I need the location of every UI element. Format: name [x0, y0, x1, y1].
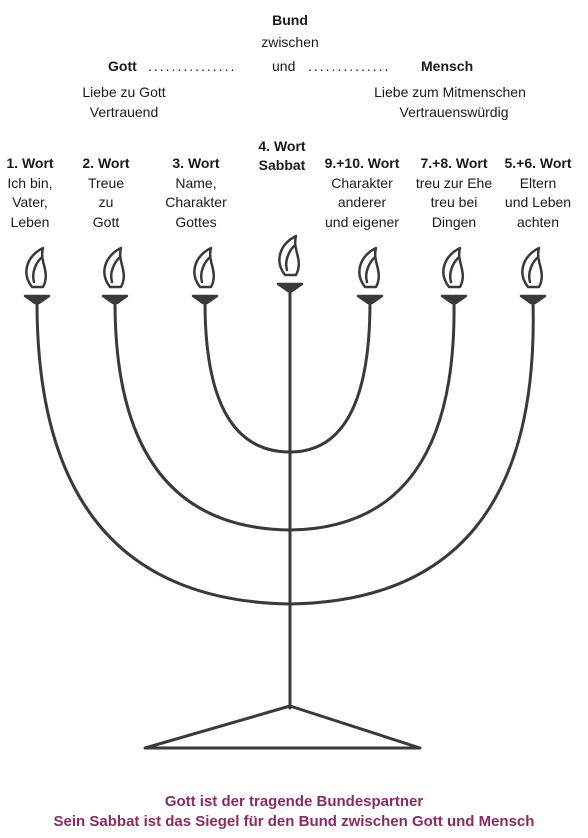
commandment-title: 5.+6. Wort: [504, 155, 572, 171]
commandment-title: 1. Wort: [6, 155, 54, 171]
commandment-3: 3. Wort Name, Charakter Gottes: [141, 154, 251, 232]
candle-7: [519, 246, 547, 305]
cup-icon: [356, 294, 384, 305]
commandment-line: Charakter: [331, 174, 393, 191]
footer-line-1: Gott ist der tragende Bundespartner: [164, 793, 424, 810]
candle-4: [276, 234, 304, 293]
flame-icon: [358, 246, 381, 289]
commandment-title: 2. Wort: [82, 155, 130, 171]
commandment-title: 3. Wort: [172, 155, 220, 171]
commandment-line: Gott: [92, 213, 120, 230]
commandment-line: achten: [516, 213, 560, 230]
menorah-base: [143, 704, 422, 750]
trustworthy-label: Vertrauenswürdig: [399, 104, 509, 120]
cup-icon: [519, 294, 547, 305]
candle-3: [191, 246, 219, 305]
commandment-7-8: 7.+8. Wort treu zur Ehe treu bei Dingen: [399, 154, 509, 232]
god-label: Gott: [108, 58, 137, 74]
covenant-title: Bund: [272, 12, 308, 28]
love-to-neighbor-label: Liebe zum Mitmenschen: [374, 84, 526, 100]
candle-5: [356, 246, 384, 305]
candle-6: [440, 246, 468, 305]
cup-icon: [440, 294, 468, 305]
commandment-1: 1. Wort Ich bin, Vater, Leben: [0, 154, 85, 232]
commandment-9-10: 9.+10. Wort Charakter anderer und eigene…: [307, 154, 417, 232]
candle-2: [101, 246, 129, 305]
commandment-line: Gottes: [175, 213, 217, 230]
fourth-word-title: 4. Wort: [258, 138, 306, 154]
commandment-line: treu zur Ehe: [415, 174, 493, 191]
commandment-line: Leben: [10, 213, 50, 230]
commandment-line: Treue: [87, 174, 125, 191]
commandment-line: und Leben: [504, 194, 572, 210]
dotted-line-left: ...............: [148, 58, 237, 74]
commandment-line: zu: [98, 194, 114, 210]
menorah-arm-middle: [113, 300, 456, 532]
candle-1: [23, 246, 51, 305]
commandment-line: Charakter: [165, 194, 227, 210]
dotted-line-right: ..............: [308, 58, 391, 74]
commandment-line: Eltern: [519, 174, 557, 191]
menorah-arm-inner: [203, 300, 372, 454]
commandment-line: Ich bin,: [7, 174, 53, 191]
commandment-line: Name,: [175, 174, 217, 191]
trusting-label: Vertrauend: [89, 104, 159, 120]
commandment-title: 9.+10. Wort: [324, 155, 400, 171]
love-to-god-label: Liebe zu Gott: [82, 84, 166, 100]
commandment-line: treu bei: [430, 194, 478, 210]
commandment-title: 7.+8. Wort: [420, 155, 488, 171]
cup-icon: [101, 294, 129, 305]
flame-icon: [442, 246, 465, 289]
human-label: Mensch: [421, 58, 474, 74]
flame-icon: [103, 246, 126, 289]
flame-icon: [521, 246, 544, 289]
sabbath-label: Sabbat: [258, 157, 306, 173]
and-label: und: [272, 58, 296, 74]
commandment-2: 2. Wort Treue zu Gott: [51, 154, 161, 232]
flame-icon: [278, 234, 301, 277]
cup-icon: [276, 282, 304, 293]
commandment-line: anderer: [337, 194, 387, 210]
commandment-line: und eigener: [325, 213, 399, 230]
commandment-line: Dingen: [431, 213, 477, 230]
commandment-line: Vater,: [12, 194, 48, 210]
flame-icon: [193, 246, 216, 289]
between-label: zwischen: [261, 34, 319, 50]
footer-line-2: Sein Sabbat ist das Siegel für den Bund …: [53, 813, 535, 830]
cup-icon: [191, 294, 219, 305]
cup-icon: [23, 294, 51, 305]
commandment-5-6: 5.+6. Wort Eltern und Leben achten: [483, 154, 588, 232]
flame-icon: [25, 246, 48, 289]
